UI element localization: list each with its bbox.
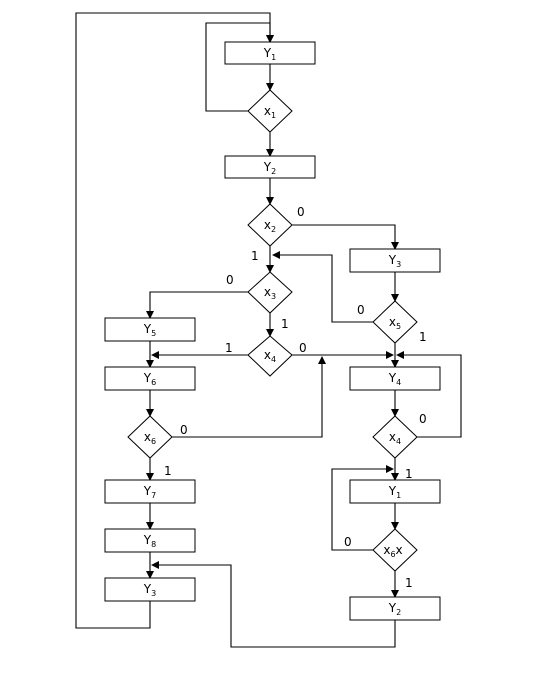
node-x6-left: x6 (127, 415, 173, 459)
edge-label-x3-0: 0 (226, 273, 234, 287)
edge-label-x6b-0: 0 (344, 535, 352, 549)
node-x6x-right: x6x (372, 528, 418, 572)
svg-text:Y1: Y1 (263, 46, 276, 62)
edge-label-x4b-1: 1 (405, 467, 413, 481)
svg-text:x4: x4 (389, 430, 401, 446)
edge-x6a-0 (172, 356, 326, 438)
edge-x3-0 (146, 291, 248, 319)
node-y3-bottom: Y3 (104, 577, 196, 602)
svg-text:Y1: Y1 (388, 484, 401, 500)
svg-text:Y5: Y5 (143, 322, 156, 338)
node-x1: x1 (247, 89, 293, 133)
edge-x2-0 (292, 224, 399, 250)
node-x4-right: x4 (372, 415, 418, 459)
edge-label-x5-1: 1 (419, 330, 427, 344)
node-y3-right: Y3 (349, 248, 441, 273)
edge-label-x4b-0: 0 (419, 412, 427, 426)
node-x3: x3 (247, 271, 293, 314)
edge-x6b-0 (331, 465, 394, 551)
edge-return-to-start (75, 12, 274, 629)
svg-text:Y2: Y2 (263, 160, 276, 176)
svg-text:x6: x6 (144, 430, 156, 446)
node-y4: Y4 (349, 366, 441, 391)
node-y1-top: Y1 (224, 41, 316, 65)
svg-text:Y7: Y7 (143, 484, 156, 500)
node-y7: Y7 (104, 479, 196, 504)
svg-text:x6x: x6x (383, 543, 402, 559)
svg-text:Y3: Y3 (388, 253, 401, 269)
edge-label-x2-1: 1 (251, 249, 259, 263)
edge-x5-0 (272, 251, 373, 323)
node-y5: Y5 (104, 317, 196, 342)
node-x5: x5 (372, 300, 418, 344)
svg-text:Y4: Y4 (388, 371, 401, 387)
edge-label-x4a-0: 0 (299, 341, 307, 355)
edge-label-x5-0: 0 (357, 303, 365, 317)
svg-text:Y8: Y8 (143, 533, 156, 549)
svg-text:x4: x4 (264, 348, 276, 364)
svg-text:x3: x3 (264, 285, 276, 301)
node-y8: Y8 (104, 528, 196, 553)
edge-label-x3-1: 1 (281, 317, 289, 331)
node-y6: Y6 (104, 366, 196, 391)
edge-x1-loop (205, 22, 274, 112)
node-x4-center: x4 (247, 335, 293, 377)
svg-text:x2: x2 (264, 218, 276, 234)
node-y2-top: Y2 (224, 155, 316, 179)
edge-label-x6a-1: 1 (164, 464, 172, 478)
svg-text:x5: x5 (389, 315, 401, 331)
edge-label-x4a-1: 1 (225, 341, 233, 355)
edge-y2b-y3b (151, 561, 396, 648)
edge-label-x6a-0: 0 (180, 423, 188, 437)
node-y2-bottom: Y2 (349, 596, 441, 621)
edge-label-x2-0: 0 (297, 205, 305, 219)
svg-text:Y6: Y6 (143, 371, 156, 387)
edge-x4b-0 (396, 351, 462, 438)
svg-text:Y3: Y3 (143, 582, 156, 598)
svg-text:x1: x1 (264, 104, 276, 120)
node-y1-right: Y1 (349, 479, 441, 504)
node-x2: x2 (247, 203, 293, 247)
svg-text:Y2: Y2 (388, 601, 401, 617)
edge-label-x6b-1: 1 (405, 576, 413, 590)
